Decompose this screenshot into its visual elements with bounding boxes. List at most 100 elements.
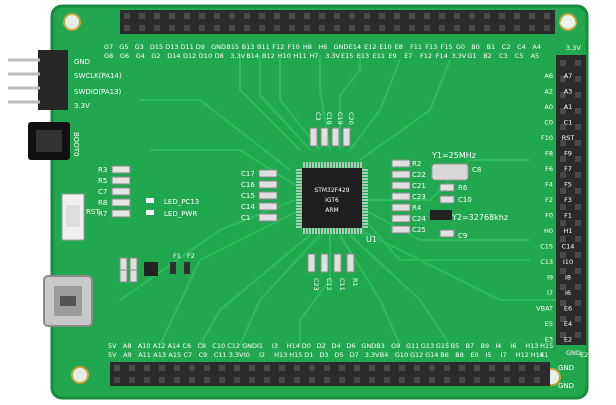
resistor-label: R8	[98, 199, 107, 207]
bottom-pin-label: G11	[406, 342, 419, 350]
header-pin	[529, 25, 535, 31]
top-pin-label: G0	[456, 43, 465, 51]
header-pin	[369, 377, 375, 383]
bottom-pin-label: D4	[332, 342, 341, 350]
smd-component	[258, 202, 278, 211]
header-pin	[469, 25, 475, 31]
header-pin	[414, 377, 420, 383]
header-pin	[334, 25, 340, 31]
bottom-pin-label: D7	[350, 351, 359, 359]
header-pin	[379, 25, 385, 31]
smd-component	[129, 269, 138, 283]
header-pin	[575, 236, 581, 242]
top-pin-label: H11	[294, 52, 307, 60]
top-pin-label: D13	[165, 43, 178, 51]
bottom-pin-label: I3	[272, 342, 278, 350]
smd-component	[391, 181, 411, 190]
header-pin	[575, 172, 581, 178]
bottom-pin-label: B4	[380, 351, 389, 359]
header-pin	[519, 365, 525, 371]
smd-component	[111, 187, 131, 196]
bottom-pin-label: I1	[257, 342, 263, 350]
header-pin	[289, 13, 295, 19]
header-pin	[469, 13, 475, 19]
mounting-hole	[63, 13, 81, 31]
top-pin-label: G2	[151, 52, 160, 60]
right-pin-label: F3	[564, 196, 572, 204]
fuse-part	[184, 262, 190, 274]
smd-component	[331, 127, 340, 147]
capacitor-label: R1	[351, 278, 359, 287]
top-pin-label: GND	[211, 43, 226, 51]
header-pin	[504, 377, 510, 383]
header-pin	[484, 13, 490, 19]
bottom-pin-label: E0	[470, 351, 478, 359]
header-pin	[244, 13, 250, 19]
bottom-pin-label: A8	[123, 342, 132, 350]
bottom-pin-label: I0	[244, 351, 250, 359]
top-pin-label: F12	[420, 52, 432, 60]
header-pin	[139, 13, 145, 19]
bottom-pin-label: A15	[168, 351, 181, 359]
header-pin	[514, 25, 520, 31]
capacitor-label: C11	[338, 278, 346, 291]
right-pin-label: E4	[564, 320, 572, 328]
chip-marking: IGT6	[325, 197, 339, 204]
corner-label: GND	[560, 20, 576, 28]
header-pin	[169, 25, 175, 31]
header-pin	[229, 13, 235, 19]
right-pin-label: I8	[565, 274, 571, 282]
header-pin	[429, 365, 435, 371]
top-pin-label: G4	[136, 52, 145, 60]
bottom-pin-label: G12	[410, 351, 423, 359]
right-pin-label: F1	[564, 212, 572, 220]
smd-component	[439, 195, 455, 204]
right-pin-label: A1	[564, 103, 573, 111]
smd-component	[342, 127, 351, 147]
top-pin-label: D12	[183, 52, 196, 60]
right-pin-label: A0	[544, 103, 553, 111]
right-pin-label: F7	[564, 165, 572, 173]
resistor-label: R6	[458, 184, 468, 192]
capacitor-label: C22	[412, 171, 426, 179]
header-pin	[169, 13, 175, 19]
top-pin-label: E13	[357, 52, 369, 60]
bottom-pin-label: B9	[481, 342, 490, 350]
header-pin	[234, 365, 240, 371]
top-pin-label: F14	[436, 52, 448, 60]
header-pin	[339, 377, 345, 383]
header-pin	[349, 13, 355, 19]
bottom-pin-label: B8	[455, 351, 464, 359]
header-pin	[409, 25, 415, 31]
smd-component	[111, 165, 131, 174]
header-pin	[409, 13, 415, 19]
header-pin	[575, 300, 581, 306]
top-pin-label: H7	[309, 52, 318, 60]
header-pin	[124, 13, 130, 19]
header-pin	[575, 188, 581, 194]
header-pin	[560, 284, 566, 290]
bottom-pin-header	[110, 362, 550, 386]
top-pin-label: 3.3V	[230, 52, 245, 60]
header-pin	[324, 365, 330, 371]
smd-component	[320, 253, 329, 273]
capacitor-label: C3	[314, 112, 322, 121]
header-pin	[439, 13, 445, 19]
top-pin-header	[120, 10, 555, 34]
top-pin-label: D9	[196, 43, 205, 51]
bottom-pin-label: G10	[395, 351, 408, 359]
capacitor-label: C18	[325, 112, 333, 125]
bottom-pin-label: A9	[123, 351, 132, 359]
header-pin	[319, 25, 325, 31]
header-pin	[459, 377, 465, 383]
header-pin	[324, 377, 330, 383]
capacitor-label: C24	[412, 215, 426, 223]
smd-component	[391, 225, 411, 234]
pcb-traces	[119, 55, 560, 346]
corner-label: GND	[566, 349, 581, 357]
header-pin	[544, 25, 550, 31]
smd-component	[333, 253, 342, 273]
header-pin	[575, 332, 581, 338]
header-pin	[364, 25, 370, 31]
top-pin-label: F11	[410, 43, 422, 51]
